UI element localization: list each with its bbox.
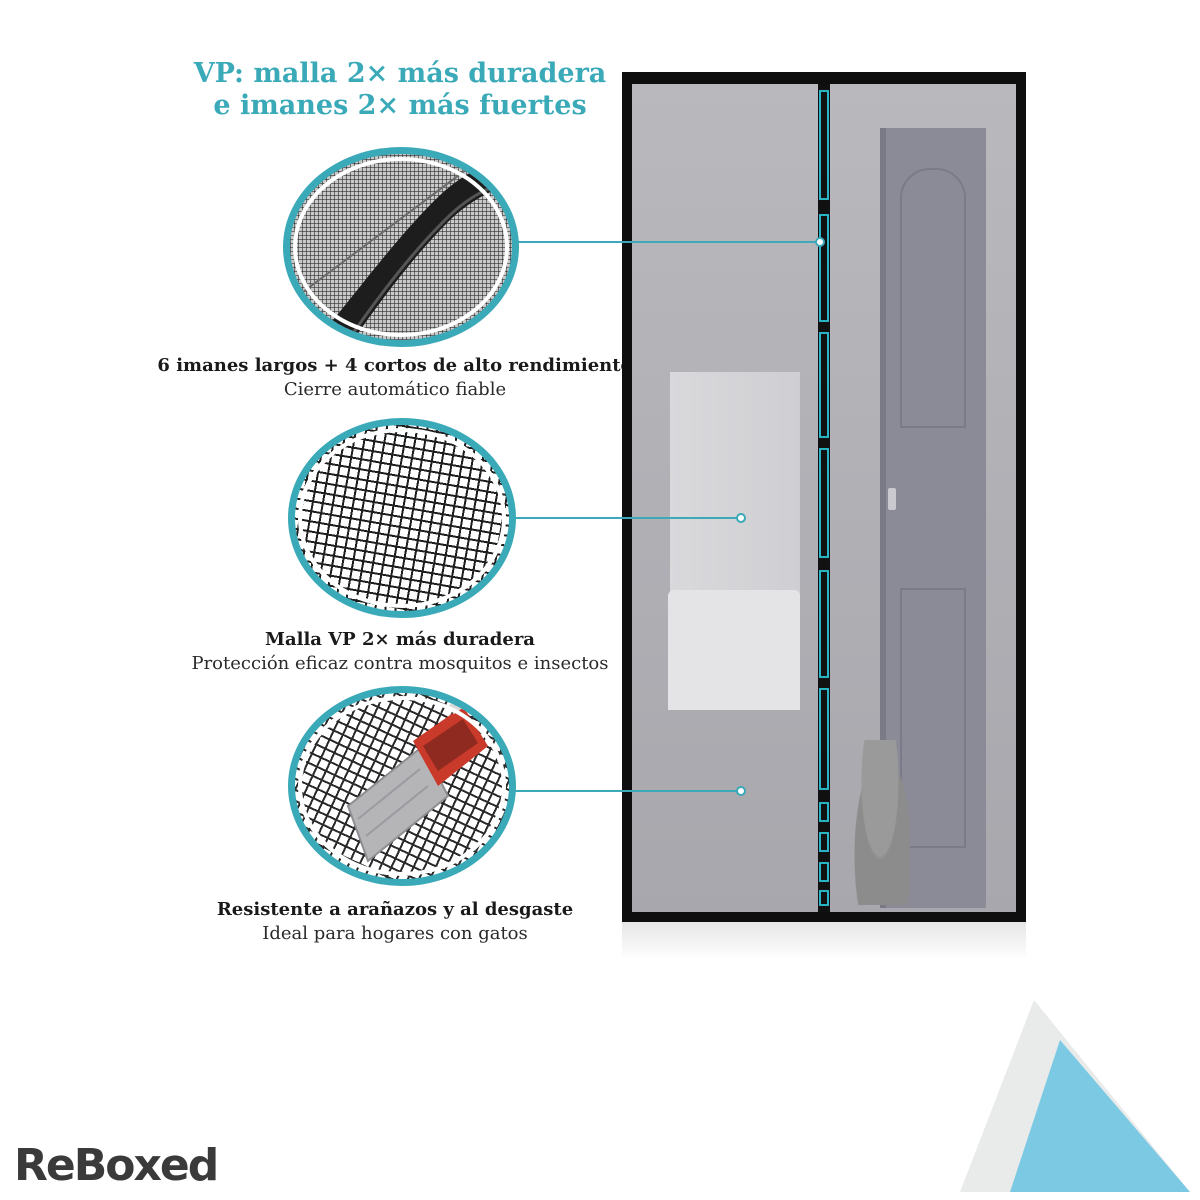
magnet-short-3 [819,862,829,882]
feature-2-title: Malla VP 2× más duradera [265,629,535,650]
reboxed-logo: ReBoxed [14,1140,219,1191]
headline: VP: malla 2× más duradera e imanes 2× má… [150,58,650,122]
feature-1-caption: 6 imanes largos + 4 cortos de alto rendi… [150,354,640,402]
connector-dot-3 [736,786,746,796]
feature-2-subtitle: Protección eficaz contra mosquitos e ins… [191,653,609,674]
feature-2-caption: Malla VP 2× más duradera Protección efic… [150,628,650,676]
magnet-long-5 [819,570,829,678]
door-handle-icon [888,488,896,510]
feature-3-subtitle: Ideal para hogares con gatos [262,923,528,944]
connector-line-1 [516,241,818,243]
magnet-long-1 [819,90,829,200]
magnet-short-2 [819,832,829,852]
magnet-closeup-image [283,147,519,347]
sofa-background [668,590,800,710]
magnet-short-4 [819,890,829,906]
headline-line-2: e imanes 2× más fuertes [213,90,587,121]
connector-dot-1 [815,237,825,247]
feature-3-title: Resistente a arañazos y al desgaste [216,899,574,920]
cutter-closeup-image [288,686,516,886]
floor-reflection [622,922,1026,960]
cutter-graphic [346,695,488,863]
magnet-long-4 [819,448,829,558]
magnet-strip-graphic [290,154,512,340]
magnet-long-6 [819,688,829,790]
door-inset-bottom [900,588,966,848]
feature-3-caption: Resistente a arañazos y al desgaste Idea… [150,898,640,946]
connector-dot-2 [736,513,746,523]
headline-line-1: VP: malla 2× más duradera [193,58,607,89]
corner-triangle-graphic [960,1000,1190,1192]
feature-1-title: 6 imanes largos + 4 cortos de alto rendi… [157,355,633,376]
magnet-long-3 [819,332,829,438]
magnet-long-2 [819,214,829,322]
connector-line-2 [512,517,738,519]
connector-line-3 [514,790,738,792]
magnet-short-1 [819,802,829,822]
mesh-closeup-image [288,418,516,618]
cat-image [850,740,910,905]
door-inset-top [900,168,966,428]
feature-1-subtitle: Cierre automático fiable [283,379,507,400]
